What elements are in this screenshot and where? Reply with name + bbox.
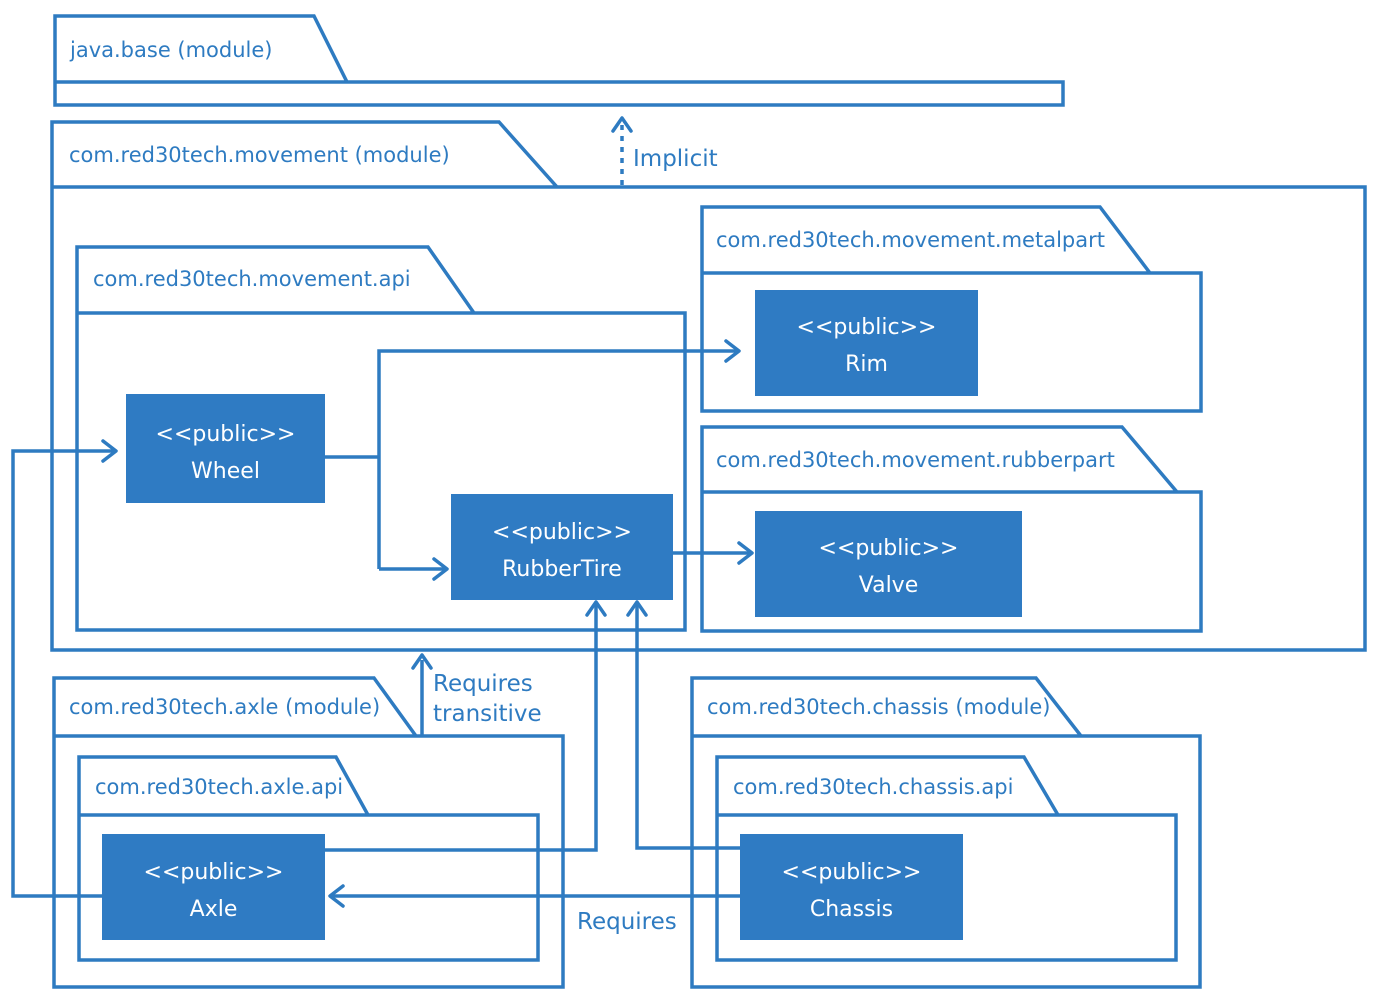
package-movement-api-label: com.red30tech.movement.api [93, 267, 411, 291]
class-wheel-stereotype: <<public>> [156, 422, 296, 447]
class-axle-stereotype: <<public>> [144, 860, 284, 885]
class-rubbertire-box [451, 494, 673, 600]
edge-chassis-to-rubbertire-arrowhead [626, 600, 648, 617]
class-rubbertire-name: RubberTire [502, 557, 622, 582]
edge-requires-transitive: Requires transitive [411, 653, 542, 736]
edge-wheel-to-rubbertire-arrowhead [432, 557, 449, 581]
edge-axle-to-rubbertire-line [325, 604, 598, 852]
edge-implicit: Implicit [611, 116, 718, 185]
edge-requires-arrowhead [328, 884, 345, 908]
edge-implicit-arrowhead [611, 116, 633, 133]
package-axle-api: com.red30tech.axle.api [77, 755, 540, 962]
package-java-base-label: java.base (module) [69, 38, 273, 62]
class-rim-box [755, 290, 978, 396]
edge-requires-transitive-arrowhead [411, 653, 433, 670]
class-rubbertire: <<public>> RubberTire [451, 494, 673, 600]
package-metalpart-label: com.red30tech.movement.metalpart [716, 228, 1105, 252]
class-rim-stereotype: <<public>> [797, 315, 937, 340]
edge-implicit-label: Implicit [633, 146, 718, 172]
edge-chassis-to-rubbertire-line [635, 604, 740, 850]
edge-axle-to-rubbertire [325, 600, 607, 852]
package-chassis-api: com.red30tech.chassis.api [715, 755, 1178, 962]
class-chassis: <<public>> Chassis [740, 834, 963, 940]
edge-requires-transitive-label-line2: transitive [433, 701, 542, 727]
edge-axle-to-wheel [11, 439, 118, 898]
package-chassis-module-label: com.red30tech.chassis (module) [707, 695, 1051, 719]
class-chassis-name: Chassis [810, 897, 893, 922]
package-metalpart: com.red30tech.movement.metalpart [700, 205, 1203, 413]
class-valve-box [755, 511, 1022, 617]
class-chassis-box [740, 834, 963, 940]
package-rubberpart-label: com.red30tech.movement.rubberpart [716, 448, 1115, 472]
class-wheel-name: Wheel [191, 459, 260, 484]
class-valve-name: Valve [859, 573, 919, 598]
class-axle-name: Axle [190, 897, 238, 922]
package-movement-api: com.red30tech.movement.api [75, 245, 687, 632]
edge-rubbertire-to-valve-arrowhead [737, 541, 754, 565]
package-movement-module-label: com.red30tech.movement (module) [69, 143, 450, 167]
package-java-base: java.base (module) [53, 14, 1065, 107]
edge-chassis-to-rubbertire [626, 600, 740, 850]
class-wheel: <<public>> Wheel [126, 394, 325, 503]
class-valve-stereotype: <<public>> [819, 536, 959, 561]
class-wheel-box [126, 394, 325, 503]
edge-requires-transitive-label-line1: Requires [433, 671, 533, 697]
class-rim: <<public>> Rim [755, 290, 978, 396]
edge-axle-to-wheel-arrowhead [101, 439, 118, 463]
package-chassis-api-label: com.red30tech.chassis.api [733, 775, 1013, 799]
package-rubberpart: com.red30tech.movement.rubberpart [700, 425, 1203, 633]
edge-axle-to-rubbertire-arrowhead [585, 600, 607, 617]
package-axle-module-label: com.red30tech.axle (module) [69, 695, 380, 719]
package-movement-module: com.red30tech.movement (module) [50, 120, 1367, 652]
edge-requires: Requires [328, 884, 740, 935]
edge-requires-label: Requires [577, 909, 677, 935]
edge-wheel-to-rim-line [377, 349, 738, 569]
package-axle-api-label: com.red30tech.axle.api [95, 775, 343, 799]
edge-wheel-uses [325, 339, 741, 581]
class-valve: <<public>> Valve [755, 511, 1022, 617]
class-rim-name: Rim [845, 352, 888, 377]
class-rubbertire-stereotype: <<public>> [492, 520, 632, 545]
edge-rubbertire-to-valve [673, 541, 754, 565]
edge-wheel-to-rim-arrowhead [724, 339, 741, 363]
package-axle-module: com.red30tech.axle (module) [52, 676, 565, 989]
package-chassis-module: com.red30tech.chassis (module) [690, 676, 1202, 989]
edge-axle-to-wheel-line [11, 449, 115, 898]
class-axle: <<public>> Axle [102, 834, 325, 940]
class-chassis-stereotype: <<public>> [782, 860, 922, 885]
class-axle-box [102, 834, 325, 940]
